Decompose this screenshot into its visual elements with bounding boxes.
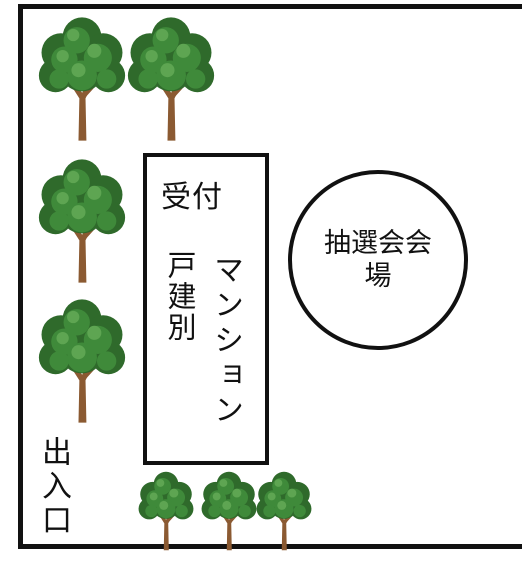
lottery-venue-circle: 抽選会会場 [288,170,468,350]
tree-icon [38,292,126,430]
venue-boundary [18,4,522,549]
tree-icon [256,470,312,552]
tree-icon [38,10,126,148]
entrance-label: 出入口 [36,436,71,538]
lottery-venue-label: 抽選会会場 [324,228,432,292]
reception-area [143,153,269,465]
tree-icon [201,470,257,552]
detached-house-label: 戸建別 [163,250,197,343]
reception-label: 受付 [161,180,223,215]
mansion-label: マンション [208,254,243,429]
tree-icon [38,152,126,290]
tree-icon [127,10,215,148]
tree-icon [138,470,194,552]
